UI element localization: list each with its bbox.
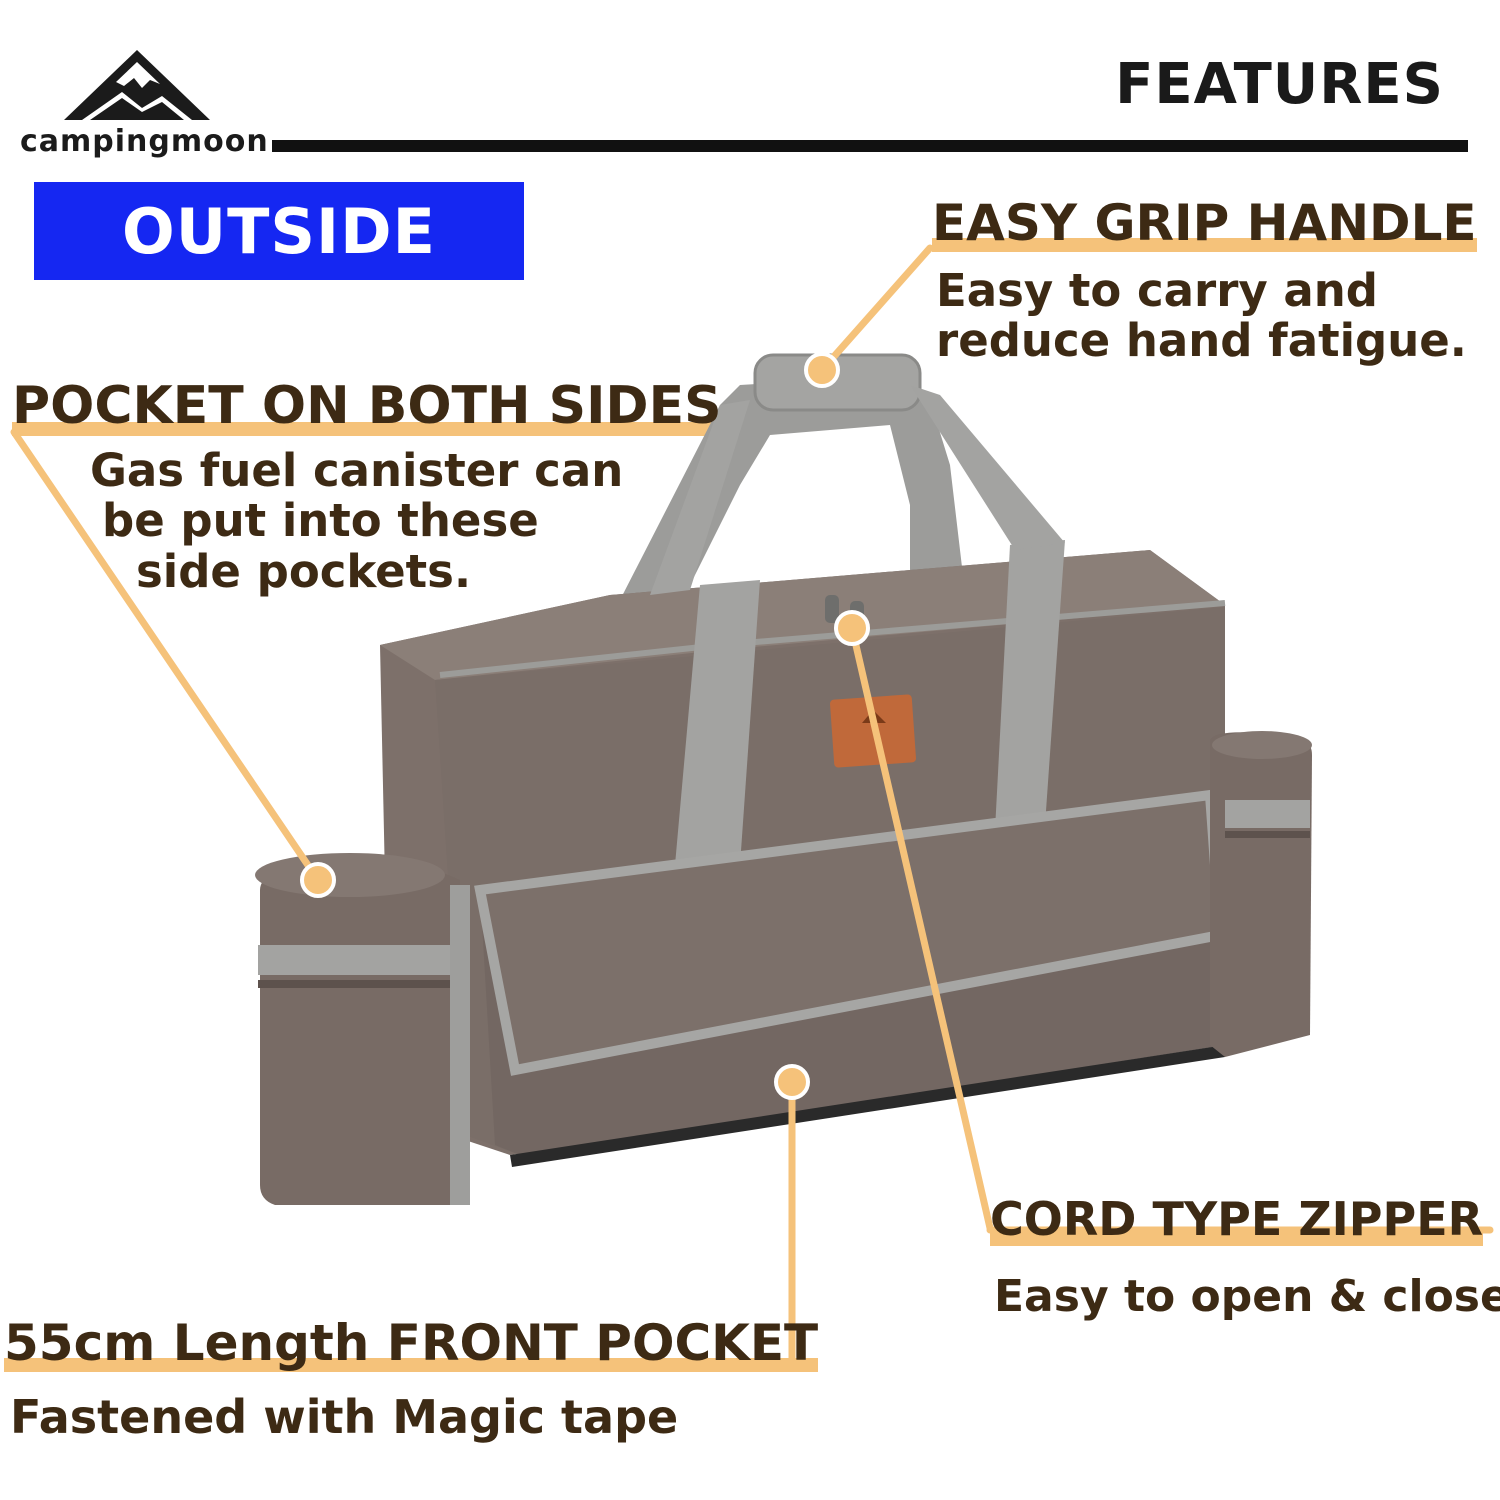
feature-front-pocket-desc: Fastened with Magic tape [10, 1390, 679, 1444]
feature-front-pocket-title: 55cm Length FRONT POCKET [4, 1314, 819, 1372]
header-divider [272, 140, 1468, 152]
brand-name: campingmoon [20, 124, 269, 159]
feature-side-pocket-desc-line: Gas fuel canister can [90, 444, 624, 497]
feature-side-pocket-title: POCKET ON BOTH SIDES [12, 376, 722, 436]
mountain-icon [64, 50, 210, 120]
feature-zipper-desc: Easy to open & close [994, 1271, 1500, 1322]
feature-grip-desc: Easy to carry and reduce hand fatigue. [936, 264, 1467, 368]
feature-side-pocket-desc-line: side pockets. [136, 544, 472, 598]
feature-grip-desc-line: reduce hand fatigue. [936, 314, 1467, 368]
feature-side-pocket-desc-line: be put into these [102, 494, 539, 548]
feature-side-pocket-desc: Gas fuel canister can be put into these … [90, 444, 624, 598]
page-title: FEATURES [1115, 52, 1444, 117]
feature-grip-title: EASY GRIP HANDLE [932, 194, 1477, 252]
feature-grip-desc-line: Easy to carry and [936, 264, 1379, 317]
section-tag: OUTSIDE [34, 182, 524, 280]
feature-zipper-title: CORD TYPE ZIPPER [990, 1192, 1484, 1246]
